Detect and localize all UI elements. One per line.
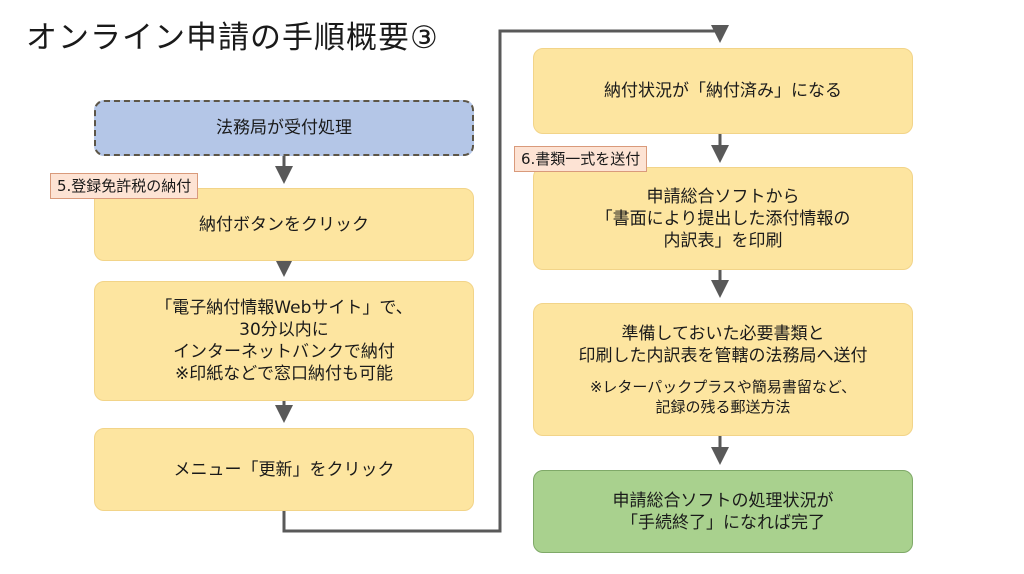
step-status-paid: 納付状況が「納付済み」になる — [533, 48, 913, 134]
send-docs-line-1: 準備しておいた必要書類と — [621, 323, 825, 344]
send-docs-line-2: 印刷した内訳表を管轄の法務局へ送付 — [578, 345, 868, 366]
step-status-paid-label: 納付状況が「納付済み」になる — [604, 81, 842, 101]
pay-web-line-2: 30分以内に — [239, 320, 329, 340]
pay-web-line-4: ※印紙などで窓口納付も可能 — [175, 364, 393, 384]
step-pay-button-label: 納付ボタンをクリック — [199, 214, 369, 235]
step-complete: 申請総合ソフトの処理状況が 「手続終了」になれば完了 — [533, 470, 913, 553]
step-registry-processing: 法務局が受付処理 — [94, 100, 474, 156]
step-pay-web: 「電子納付情報Webサイト」で、 30分以内に インターネットバンクで納付 ※印… — [94, 281, 474, 401]
arrow-column-wrap — [282, 25, 729, 533]
send-docs-note: ※レターパックプラスや簡易書留など、 記録の残る郵送方法 — [590, 377, 856, 417]
send-note-line-2: 記録の残る郵送方法 — [655, 397, 791, 416]
step-menu-update: メニュー「更新」をクリック — [94, 428, 474, 511]
print-list-line-1: 申請総合ソフトから — [646, 186, 800, 207]
pay-web-line-3: インターネットバンクで納付 — [173, 342, 395, 362]
complete-line-2: 「手続終了」になれば完了 — [621, 512, 825, 533]
page-title: オンライン申請の手順概要③ — [26, 20, 439, 56]
step5-tag: 5.登録免許税の納付 — [50, 173, 199, 199]
step-pay-button: 納付ボタンをクリック — [94, 188, 474, 261]
step-menu-update-label: メニュー「更新」をクリック — [173, 459, 395, 480]
complete-line-1: 申請総合ソフトの処理状況が — [612, 490, 834, 511]
pay-web-line-1: 「電子納付情報Webサイト」で、 — [155, 298, 413, 318]
print-list-line-2: 「書面により提出した添付情報の — [595, 208, 851, 229]
step-send-docs: 準備しておいた必要書類と 印刷した内訳表を管轄の法務局へ送付 ※レターパックプラ… — [533, 303, 913, 436]
step6-tag: 6.書類一式を送付 — [514, 146, 648, 172]
step-registry-label: 法務局が受付処理 — [216, 118, 352, 138]
send-note-line-1: ※レターパックプラスや簡易書留など、 — [589, 377, 857, 396]
step-print-list: 申請総合ソフトから 「書面により提出した添付情報の 内訳表」を印刷 — [533, 167, 913, 270]
print-list-line-3: 内訳表」を印刷 — [663, 230, 783, 251]
